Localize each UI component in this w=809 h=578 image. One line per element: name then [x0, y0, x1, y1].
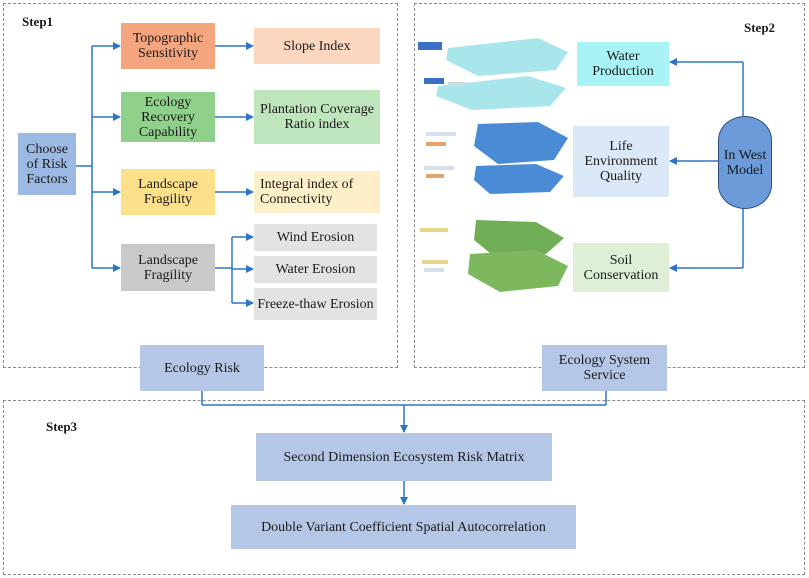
water-erosion-box: Water Erosion — [254, 256, 377, 283]
slope-index-box: Slope Index — [254, 28, 380, 64]
step2-label: Step2 — [744, 20, 776, 35]
plantation-coverage-ratio-box: Plantation Coverage Ratio index — [254, 90, 380, 144]
life-environment-quality-map-image — [424, 122, 568, 194]
integral-index-connectivity-box: Integral index of Connectivity — [254, 171, 380, 213]
soil-conservation-box: Soil Conservation — [573, 243, 669, 292]
water-production-map-image — [418, 38, 568, 110]
topographic-sensitivity-box: Topographic Sensitivity — [121, 23, 215, 69]
choose-risk-factors-box: Choose of Risk Factors — [18, 133, 76, 195]
risk-matrix-box: Second Dimension Ecosystem Risk Matrix — [256, 433, 552, 481]
step1-label: Step1 — [22, 14, 54, 29]
ecology-risk-box: Ecology Risk — [140, 345, 264, 391]
wind-erosion-box: Wind Erosion — [254, 224, 377, 251]
landscape-fragility-box-2: Landscape Fragility — [121, 244, 215, 291]
step3-label: Step3 — [46, 419, 78, 434]
step3-frame — [3, 400, 805, 575]
ecology-recovery-capability-box: Ecology Recovery Capability — [121, 92, 215, 142]
freeze-thaw-erosion-box: Freeze-thaw Erosion — [254, 288, 377, 320]
in-west-model-cylinder: In West Model — [718, 116, 772, 209]
life-environment-quality-box: Life Environment Quality — [573, 126, 669, 197]
spatial-autocorrelation-box: Double Variant Coefficient Spatial Autoc… — [231, 505, 576, 549]
water-production-box: Water Production — [577, 42, 669, 86]
ecology-system-service-box: Ecology System Service — [542, 345, 667, 391]
soil-conservation-map-image — [420, 220, 568, 292]
landscape-fragility-box-1: Landscape Fragility — [121, 169, 215, 215]
